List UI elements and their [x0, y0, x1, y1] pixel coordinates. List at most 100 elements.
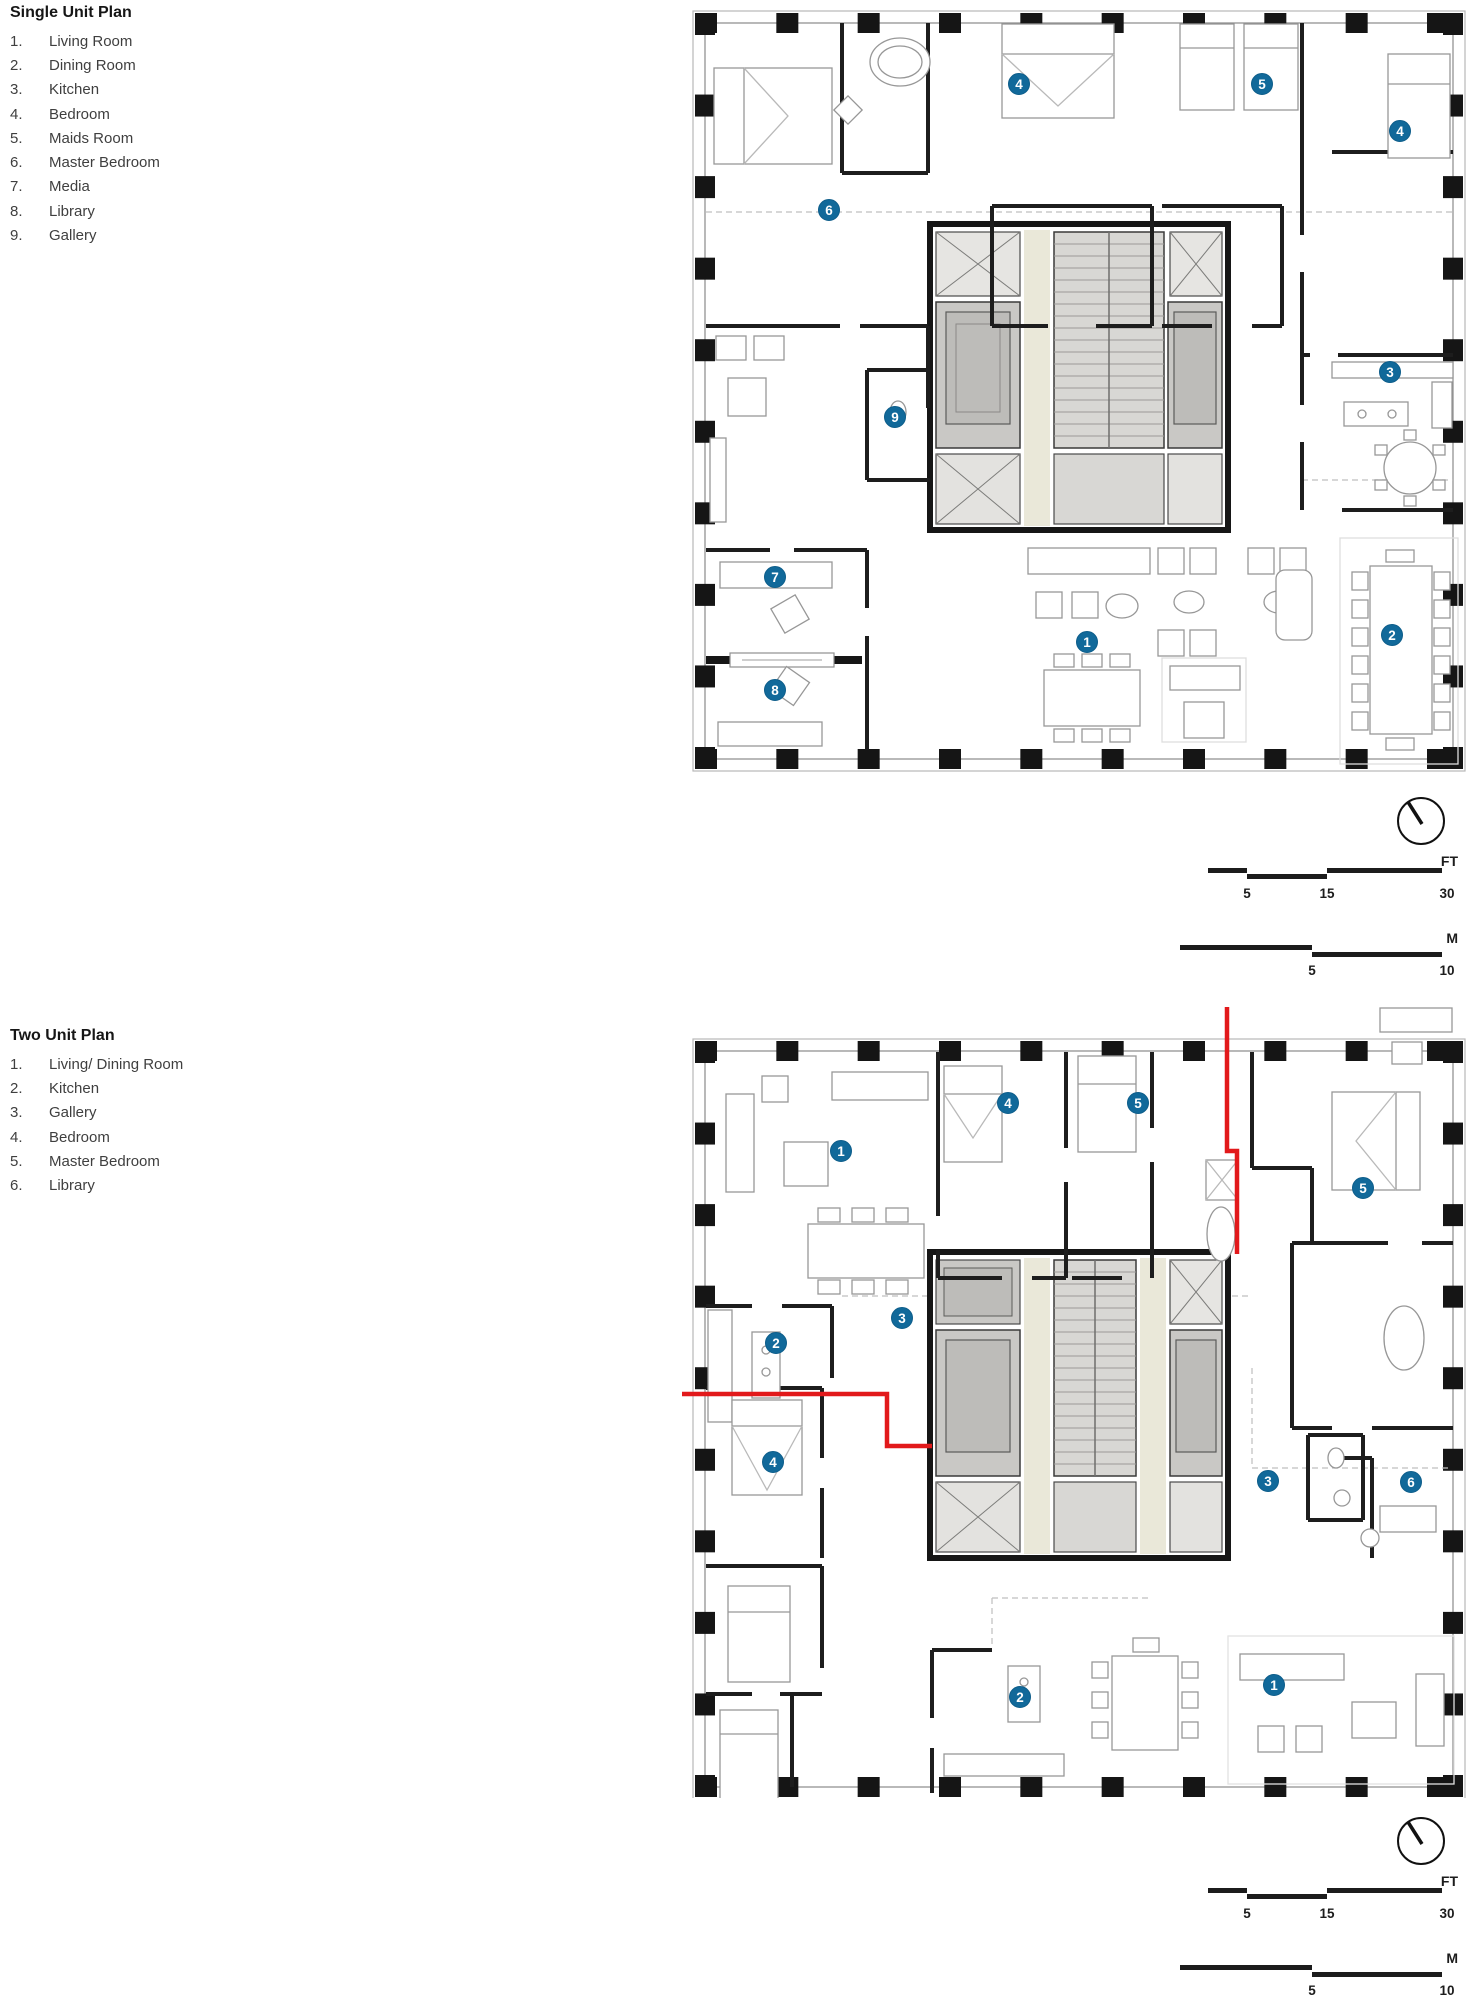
- room-marker-6: 6: [818, 199, 840, 221]
- bed: [943, 1065, 1003, 1163]
- sink: [1333, 1489, 1351, 1507]
- room-marker-4: 4: [1008, 73, 1030, 95]
- ft-tick: 15: [1319, 1906, 1335, 1921]
- svg-text:5: 5: [1134, 1096, 1142, 1111]
- legend-item: 6.Library: [10, 1177, 95, 1195]
- legend-item: 5.Maids Room: [10, 129, 134, 147]
- room-marker-1: 1: [1076, 631, 1098, 653]
- armchair: [1257, 1725, 1285, 1753]
- bench: [709, 437, 727, 523]
- legend-two-unit-plan: Two Unit Plan 1.Living/ Dining Room 2.Ki…: [10, 1027, 310, 1198]
- svg-text:9: 9: [891, 410, 899, 425]
- scale-and-north-top: FT 5 15 30 M 5 10: [1180, 797, 1458, 978]
- table: [727, 377, 767, 417]
- ft-tick: 5: [1243, 1906, 1251, 1921]
- svg-text:5: 5: [1359, 1181, 1367, 1196]
- svg-text:1: 1: [1270, 1678, 1278, 1693]
- bed: [1387, 53, 1451, 159]
- m-tick: 10: [1439, 1983, 1454, 1998]
- room-marker-8: 8: [764, 679, 786, 701]
- structural-columns: [695, 1041, 1463, 1797]
- fridge: [1431, 381, 1453, 429]
- kitchen-counter: [707, 1309, 733, 1423]
- round-dining-table: [1383, 441, 1437, 495]
- red-annotation-line: [682, 1391, 932, 1449]
- legend-item: 2.Kitchen: [10, 1079, 100, 1097]
- m-scale-label: M: [1446, 930, 1458, 946]
- sofa: [717, 721, 823, 747]
- ft-tick: 30: [1439, 1906, 1454, 1921]
- chair: [1360, 1528, 1380, 1548]
- bed: [1001, 23, 1115, 119]
- perimeter: [692, 10, 1466, 772]
- svg-text:7: 7: [771, 570, 779, 585]
- room-marker-7: 7: [764, 566, 786, 588]
- room-marker-1: 1: [830, 1140, 852, 1162]
- legend-item: 4.Bedroom: [10, 1128, 110, 1146]
- bed: [1179, 23, 1235, 111]
- svg-text:5: 5: [1258, 77, 1266, 92]
- room-marker-5: 5: [1127, 1092, 1149, 1114]
- legend-item: 4.Bedroom: [10, 105, 110, 123]
- m-scale-bar: [1180, 945, 1442, 957]
- room-marker-9: 9: [884, 406, 906, 428]
- legend-item: 1.Living Room: [10, 32, 133, 50]
- svg-text:4: 4: [1015, 77, 1023, 92]
- north-arrow: [1397, 1817, 1445, 1865]
- m-tick: 5: [1308, 1983, 1316, 1998]
- north-arrow: [1397, 797, 1445, 845]
- ft-scale-bar: [1208, 868, 1442, 879]
- table: [1391, 1041, 1423, 1065]
- room-marker-3: 3: [891, 1307, 913, 1329]
- dining-table: [807, 1223, 925, 1279]
- bathtub: [1206, 1206, 1236, 1262]
- m-scale-label: M: [1446, 1950, 1458, 1966]
- svg-text:2: 2: [772, 1336, 780, 1351]
- perimeter: [692, 1038, 1466, 1798]
- armchair: [1295, 1725, 1323, 1753]
- legend-item: 7.Media: [10, 178, 90, 196]
- furniture: [709, 23, 1459, 765]
- sofa: [831, 1071, 929, 1101]
- rug: [1227, 1635, 1455, 1785]
- armchair: [715, 335, 747, 361]
- kitchen-counter: [943, 1753, 1065, 1777]
- legend-item: 9.Gallery: [10, 227, 97, 245]
- ft-tick: 5: [1243, 886, 1251, 901]
- legend-single-list: 1.Living Room 2.Dining Room 3.Kitchen 4.…: [10, 29, 310, 248]
- legend-item: 1.Living/ Dining Room: [10, 1055, 184, 1073]
- furniture: [707, 1007, 1455, 1798]
- armchair: [753, 335, 785, 361]
- desk: [1379, 1505, 1437, 1533]
- room-marker-5: 5: [1251, 73, 1273, 95]
- red-annotation-lines: [682, 1007, 1240, 1449]
- svg-text:4: 4: [769, 1455, 777, 1470]
- legend-item: 8.Library: [10, 202, 95, 220]
- svg-text:2: 2: [1016, 1690, 1024, 1705]
- legend-two-list: 1.Living/ Dining Room 2.Kitchen 3.Galler…: [10, 1052, 310, 1198]
- sofa: [725, 1093, 755, 1193]
- bed: [1077, 1055, 1137, 1153]
- room-marker-5: 5: [1352, 1177, 1374, 1199]
- legend-item: 2.Dining Room: [10, 56, 136, 74]
- kitchen-island: [1343, 401, 1409, 427]
- room-marker-4: 4: [762, 1451, 784, 1473]
- dining-table: [1111, 1655, 1179, 1751]
- elevator-core: [927, 221, 1231, 533]
- room-marker-4: 4: [1389, 120, 1411, 142]
- ft-scale-label: FT: [1441, 1873, 1459, 1889]
- sofa: [1415, 1673, 1445, 1747]
- ft-tick: 30: [1439, 886, 1454, 901]
- svg-text:3: 3: [1264, 1474, 1272, 1489]
- svg-text:2: 2: [1388, 628, 1396, 643]
- legend-item: 5.Master Bedroom: [10, 1152, 160, 1170]
- toilet: [1327, 1447, 1345, 1469]
- dining-table: [1369, 565, 1433, 735]
- sofa: [1239, 1653, 1345, 1681]
- bed: [1243, 23, 1299, 111]
- room-marker-4: 4: [997, 1092, 1019, 1114]
- bed: [719, 1709, 779, 1798]
